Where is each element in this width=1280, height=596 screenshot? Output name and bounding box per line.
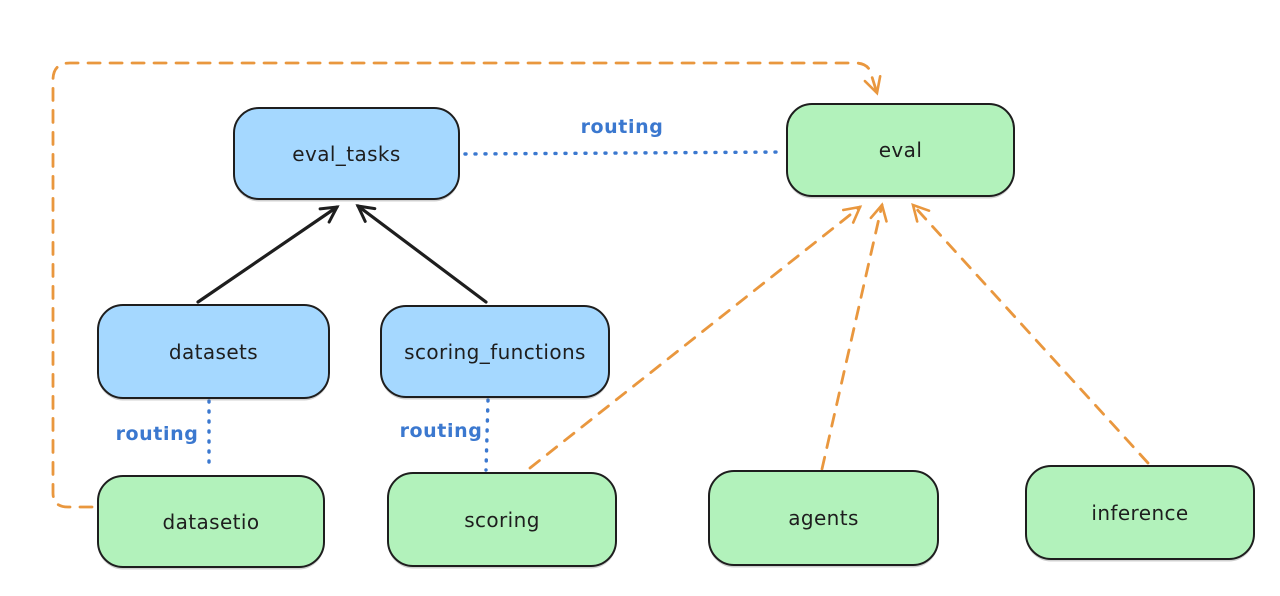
node-inference: inference — [1025, 465, 1255, 560]
edge-inference-to-eval — [911, 202, 1150, 465]
node-datasetio: datasetio — [97, 475, 325, 568]
node-eval: eval — [786, 103, 1015, 197]
edge-label-routing-middle: routing — [399, 420, 483, 442]
edge-label-routing-top: routing — [580, 116, 664, 138]
edge-label-routing-left: routing — [115, 423, 199, 445]
node-eval-tasks: eval_tasks — [233, 107, 460, 200]
edge-scoring-functions-to-scoring — [484, 398, 490, 472]
edge-scoring-functions-to-eval-tasks — [355, 204, 488, 304]
edge-datasets-to-eval-tasks — [196, 205, 340, 304]
node-datasets: datasets — [97, 304, 330, 399]
edge-agents-to-eval — [820, 202, 888, 471]
node-scoring-functions: scoring_functions — [380, 305, 610, 398]
node-scoring: scoring — [387, 472, 617, 567]
node-agents: agents — [708, 470, 939, 566]
edge-eval-tasks-to-eval — [463, 150, 786, 156]
